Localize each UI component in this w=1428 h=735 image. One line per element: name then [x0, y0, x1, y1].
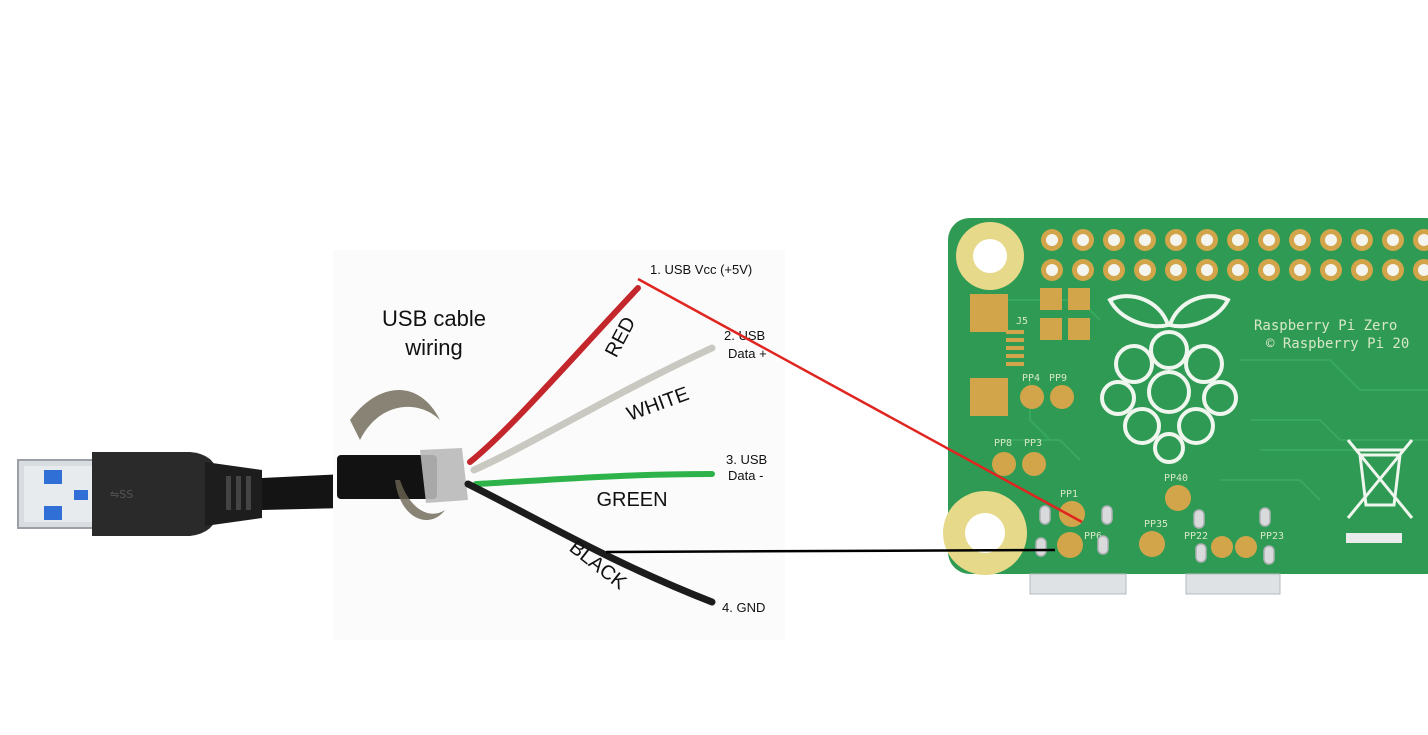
usb-plug: ⇋SS: [17, 452, 345, 536]
pcb-label-pp1: PP1: [1060, 489, 1078, 500]
pin-label-vcc: 1. USB Vcc (+5V): [650, 262, 752, 277]
gpio-pad-hole: [1387, 264, 1399, 276]
pcb-copyright: © Raspberry Pi 20: [1266, 336, 1409, 352]
cable-photo-panel: [333, 250, 785, 640]
raspberry-logo-icon: [1100, 294, 1238, 464]
gpio-pad-hole: [1294, 264, 1306, 276]
wire-label-green: GREEN: [596, 489, 667, 511]
gpio-header-row-1: [1041, 229, 1428, 251]
cable-jacket: [337, 390, 468, 520]
gpio-pad-hole: [1046, 234, 1058, 246]
red-wire: [467, 285, 641, 465]
gpio-pad-hole: [1418, 234, 1428, 246]
gpio-pad-hole: [1170, 264, 1182, 276]
pcb-label-pp8: PP8: [994, 438, 1012, 449]
pin-label-data-minus-1: 3. USB: [726, 452, 767, 467]
gpio-pad-hole: [1046, 264, 1058, 276]
pin-label-data-minus-2: Data -: [728, 468, 763, 483]
pcb-label-pp6: PP6: [1084, 531, 1102, 542]
pcb-label-pp4: PP4: [1022, 373, 1040, 384]
raspberry-pi-zero-board: Raspberry Pi Zero © Raspberry Pi 20 J5 P…: [943, 218, 1428, 595]
gpio-pad-hole: [1232, 234, 1244, 246]
pcb-board-name: Raspberry Pi Zero: [1254, 318, 1397, 334]
pcb-label-pp40: PP40: [1164, 473, 1188, 484]
white-wire: [470, 344, 716, 474]
pcb-label-j5: J5: [1016, 316, 1028, 327]
gpio-pad-hole: [1201, 264, 1213, 276]
gpio-header-row-2: [1041, 259, 1428, 281]
diagram-title-line2: wiring: [404, 335, 462, 360]
pcb-label-pp23: PP23: [1260, 531, 1284, 542]
pin-label-data-plus-2: Data +: [728, 346, 767, 361]
gpio-pad-hole: [1077, 264, 1089, 276]
black-wire: [464, 480, 716, 606]
gpio-pad-hole: [1263, 264, 1275, 276]
weee-bin-icon: [1346, 439, 1414, 519]
gpio-pad-hole: [1325, 264, 1337, 276]
green-wire: [473, 471, 715, 487]
pcb-label-pp3: PP3: [1024, 438, 1042, 449]
gpio-pad-hole: [1108, 234, 1120, 246]
gpio-pad-hole: [1294, 234, 1306, 246]
gpio-pad-hole: [1201, 234, 1213, 246]
gpio-pad-hole: [1108, 264, 1120, 276]
diagram-title-line1: USB cable: [382, 306, 486, 331]
gpio-pad-hole: [1263, 234, 1275, 246]
gpio-pad-hole: [1139, 234, 1151, 246]
gpio-pad-hole: [1170, 234, 1182, 246]
svg-text:⇋SS: ⇋SS: [110, 488, 133, 501]
pcb-label-pp35: PP35: [1144, 519, 1168, 530]
gpio-pad-hole: [1325, 234, 1337, 246]
gpio-pad-hole: [1356, 264, 1368, 276]
pcb-label-pp22: PP22: [1184, 531, 1208, 542]
pin-label-gnd: 4. GND: [722, 600, 765, 615]
gpio-pad-hole: [1387, 234, 1399, 246]
gpio-pad-hole: [1356, 234, 1368, 246]
gpio-pad-hole: [1232, 264, 1244, 276]
vcc-connection-line: [637, 277, 1083, 524]
wires: [464, 285, 716, 606]
gnd-connection-line: [605, 548, 1056, 554]
gpio-pad-hole: [1139, 264, 1151, 276]
pcb-label-pp9: PP9: [1049, 373, 1067, 384]
gpio-pad-hole: [1418, 264, 1428, 276]
gpio-pad-hole: [1077, 234, 1089, 246]
